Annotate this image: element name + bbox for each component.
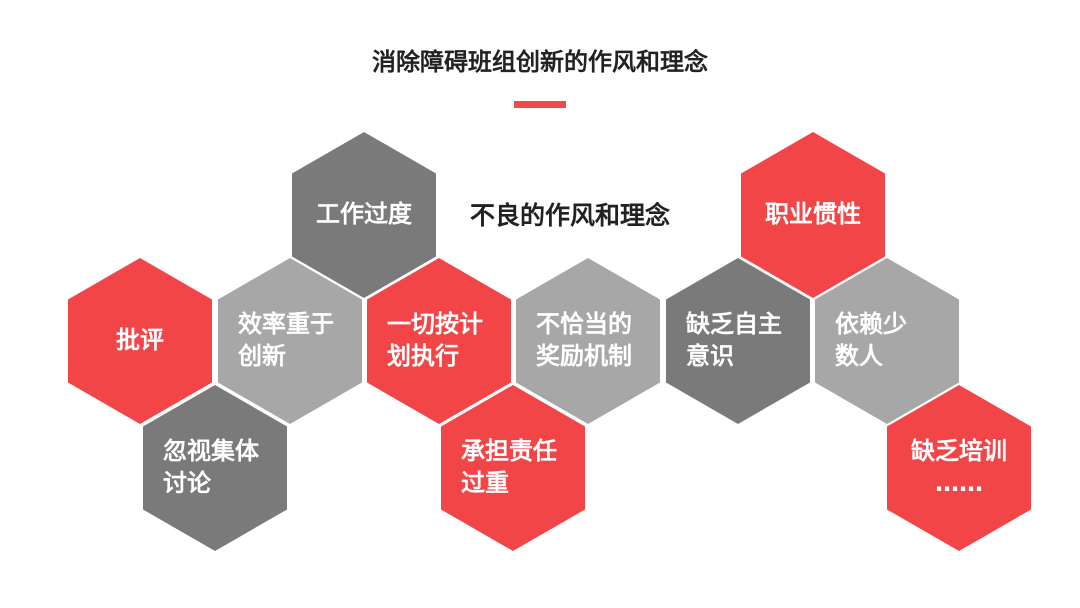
hex-ignore-discussion: 忽视集体 讨论 (143, 385, 287, 551)
hex-label: 忽视集体 讨论 (163, 437, 259, 497)
hex-label: 缺乏培训 …… (911, 437, 1007, 497)
hex-label: 批评 (116, 326, 164, 355)
hex-label: 效率重于 创新 (238, 310, 334, 370)
hex-criticism: 批评 (68, 258, 212, 424)
page-title: 消除障碍班组创新的作风和理念 (372, 48, 708, 76)
hex-label: 依赖少 数人 (835, 310, 907, 370)
hex-label: 一切按计 划执行 (387, 310, 483, 370)
center-label: 不良的作风和理念 (470, 201, 671, 230)
hex-label: 工作过度 (316, 200, 412, 229)
hex-improper-rewards: 不恰当的 奖励机制 (516, 258, 660, 424)
hex-label: 不恰当的 奖励机制 (536, 310, 632, 370)
hex-label: 承担责任 过重 (461, 437, 557, 497)
title-underline (514, 101, 566, 108)
hex-label: 缺乏自主 意识 (686, 310, 782, 370)
hex-label: 职业惯性 (765, 200, 861, 229)
